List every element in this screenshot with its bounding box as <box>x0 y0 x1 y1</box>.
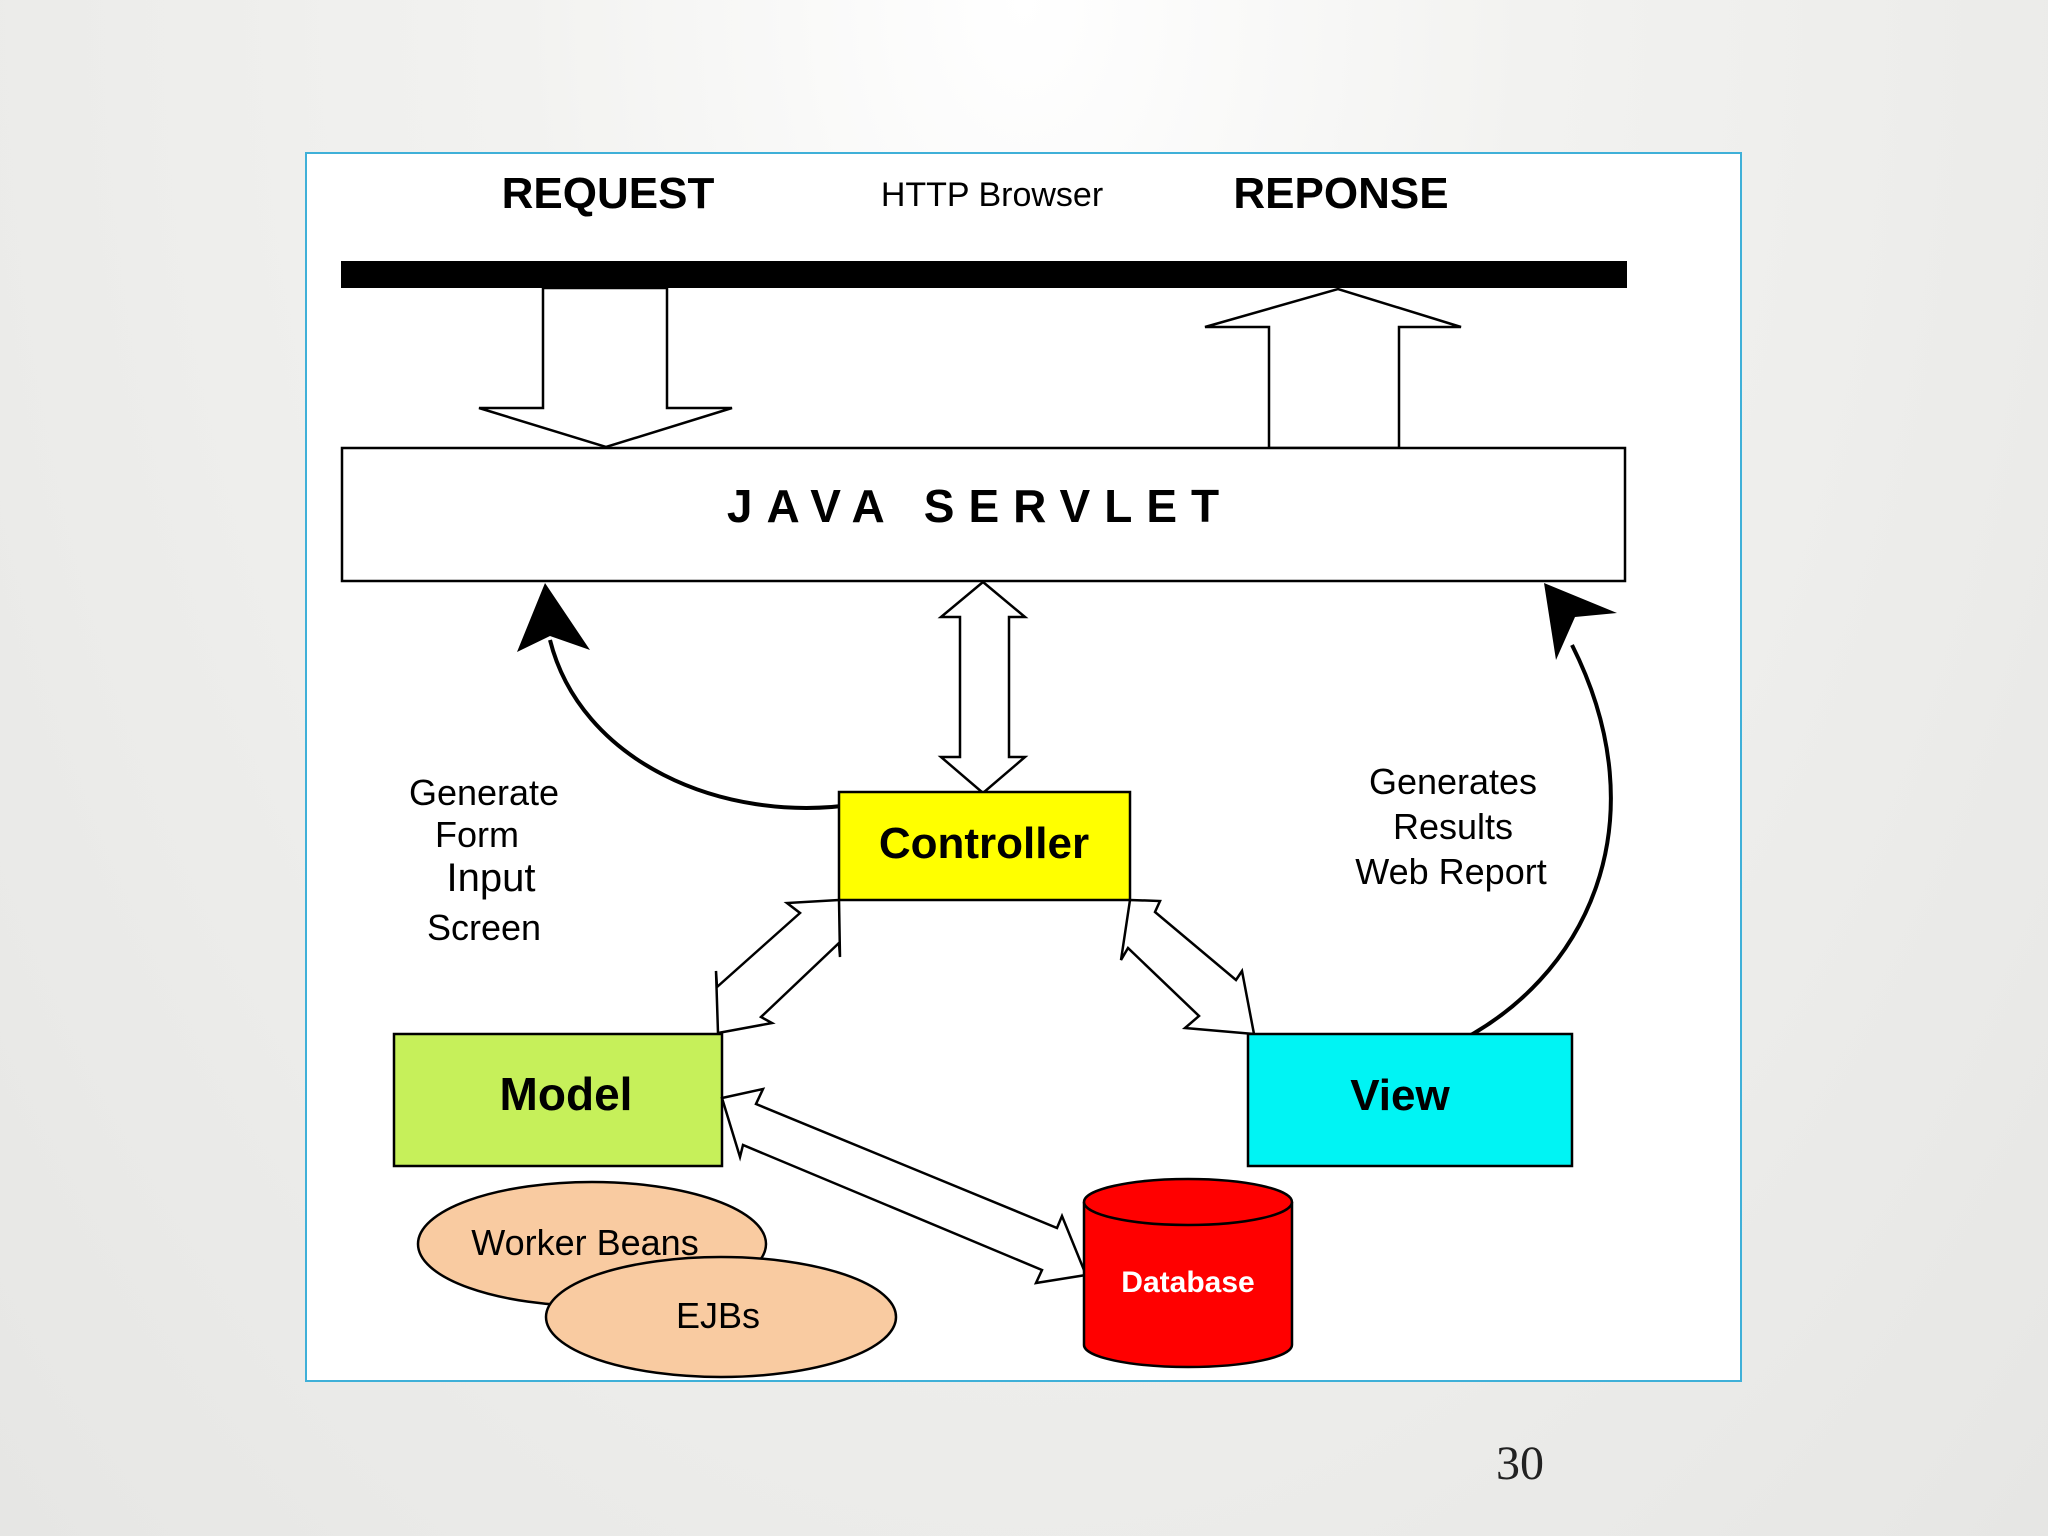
database-label: Database <box>1121 1266 1254 1299</box>
view-box <box>1246 1032 1574 1168</box>
model-label: Model <box>500 1068 633 1120</box>
right-note-line-1: Generates <box>1369 761 1537 802</box>
request-label: REQUEST <box>502 169 715 218</box>
response-arrow <box>1204 287 1462 450</box>
request-arrow <box>478 286 733 449</box>
generate-form-curve <box>548 639 859 810</box>
generates-results-curve <box>1447 644 1613 1049</box>
left-note-line-2: Form <box>435 814 519 855</box>
database-cylinder <box>1082 1177 1294 1369</box>
controller-label: Controller <box>879 819 1089 868</box>
right-note-line-2: Results <box>1393 806 1513 847</box>
left-note-line-1: Generate <box>409 772 559 813</box>
java-servlet-label: JAVA SERVLET <box>727 480 1233 532</box>
page-number: 30 <box>1496 1437 1544 1490</box>
http-browser-label: HTTP Browser <box>881 176 1103 214</box>
view-label: View <box>1350 1071 1450 1120</box>
generate-form-arrowhead <box>517 583 590 652</box>
left-note-line-4: Screen <box>427 907 541 948</box>
model-box <box>392 1032 724 1168</box>
worker-beans-label: Worker Beans <box>471 1222 698 1263</box>
controller-box <box>837 790 1132 902</box>
response-label: REPONSE <box>1233 169 1448 218</box>
left-note-line-3: Input <box>447 856 536 900</box>
generates-results-arrowhead <box>1544 583 1617 660</box>
ejbs-label: EJBs <box>676 1295 760 1336</box>
right-note-line-3: Web Report <box>1355 851 1546 892</box>
ejbs-ellipse <box>544 1255 898 1379</box>
browser-bar <box>341 261 1627 288</box>
